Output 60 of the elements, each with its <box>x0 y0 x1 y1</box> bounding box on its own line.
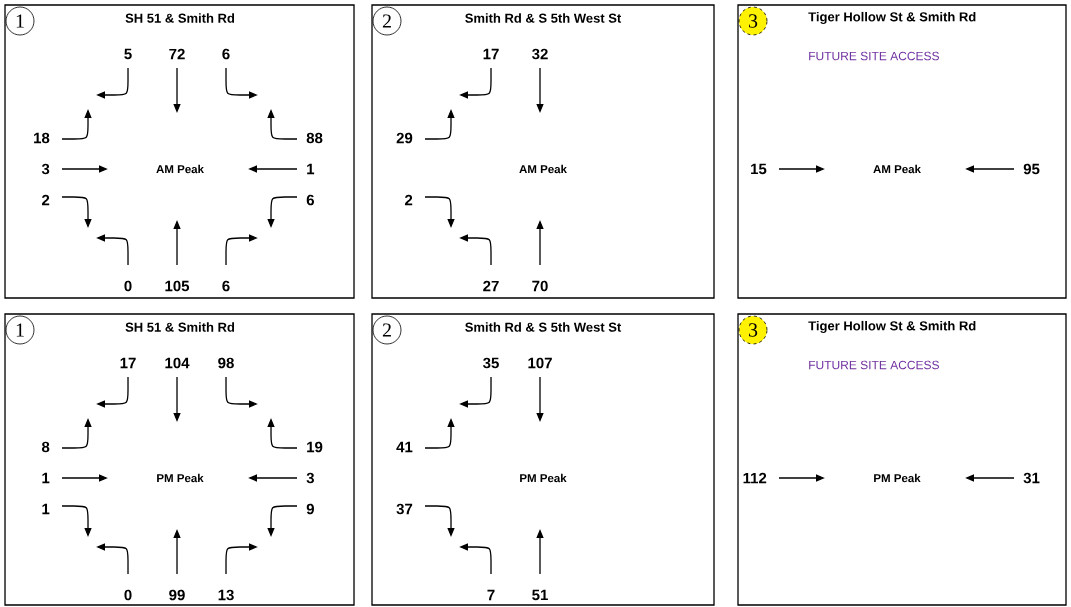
volume-number: 104 <box>165 357 190 369</box>
volume-number: 37 <box>396 503 413 515</box>
site-note: FUTURE SITE ACCESS <box>809 360 939 370</box>
volume-number: 51 <box>532 589 548 601</box>
intersection-title: Tiger Hollow St & Smith Rd <box>808 320 976 334</box>
volume-number: 95 <box>1023 163 1040 175</box>
volume-number: 6 <box>222 280 230 292</box>
volume-number: 1 <box>307 163 315 175</box>
volume-number: 29 <box>396 132 413 144</box>
volume-number: 112 <box>743 472 767 484</box>
volume-number: 2 <box>405 194 413 206</box>
volume-number: 41 <box>396 441 413 453</box>
volume-number: 13 <box>218 589 234 601</box>
number-badge: 3 <box>738 6 768 36</box>
site-note: FUTURE SITE ACCESS <box>809 51 939 61</box>
volume-number: 88 <box>306 132 323 144</box>
intersection-title: Smith Rd & S 5th West St <box>465 322 622 332</box>
volume-number: 18 <box>34 132 50 144</box>
peak-label: AM Peak <box>156 164 204 174</box>
number-badge: 3 <box>738 315 768 345</box>
intersection-title: SH 51 & Smith Rd <box>125 13 235 23</box>
volume-number: 2 <box>42 194 50 206</box>
number-badge: 2 <box>372 315 402 345</box>
peak-label: PM Peak <box>520 473 567 483</box>
peak-label: AM Peak <box>873 164 921 174</box>
volume-number: 98 <box>218 357 234 369</box>
volume-number: 1 <box>42 472 50 484</box>
peak-label: PM Peak <box>157 473 204 483</box>
intersection-title: Smith Rd & S 5th West St <box>465 13 622 23</box>
volume-number: 17 <box>483 48 499 60</box>
number-badge: 1 <box>5 6 35 36</box>
volume-number: 8 <box>41 441 50 453</box>
volume-number: 1 <box>42 503 50 515</box>
volume-number: 72 <box>169 48 185 60</box>
volume-number: 6 <box>222 48 230 60</box>
volume-number: 15 <box>751 163 767 175</box>
number-badge: 2 <box>372 6 402 36</box>
volume-number: 3 <box>306 472 314 484</box>
intersection-title: SH 51 & Smith Rd <box>125 322 235 332</box>
peak-label: AM Peak <box>519 164 567 174</box>
volume-number: 31 <box>1023 472 1040 484</box>
volume-number: 9 <box>306 503 314 515</box>
number-badge: 1 <box>5 315 35 345</box>
intersection-title: Tiger Hollow St & Smith Rd <box>808 11 976 25</box>
volume-number: 32 <box>532 48 548 60</box>
volume-number: 105 <box>165 280 190 292</box>
volume-number: 35 <box>483 357 499 369</box>
volume-number: 7 <box>487 589 495 601</box>
volume-number: 27 <box>483 280 499 292</box>
volume-number: 0 <box>124 280 132 292</box>
volume-number: 6 <box>306 194 314 206</box>
volume-number: 107 <box>528 357 552 369</box>
volume-number: 5 <box>124 48 132 60</box>
volume-number: 17 <box>120 357 136 369</box>
volume-number: 19 <box>307 441 323 453</box>
volume-number: 3 <box>41 163 50 175</box>
volume-number: 99 <box>169 589 185 601</box>
volume-number: 0 <box>124 589 132 601</box>
volume-number: 70 <box>532 280 548 292</box>
peak-label: PM Peak <box>874 473 921 483</box>
